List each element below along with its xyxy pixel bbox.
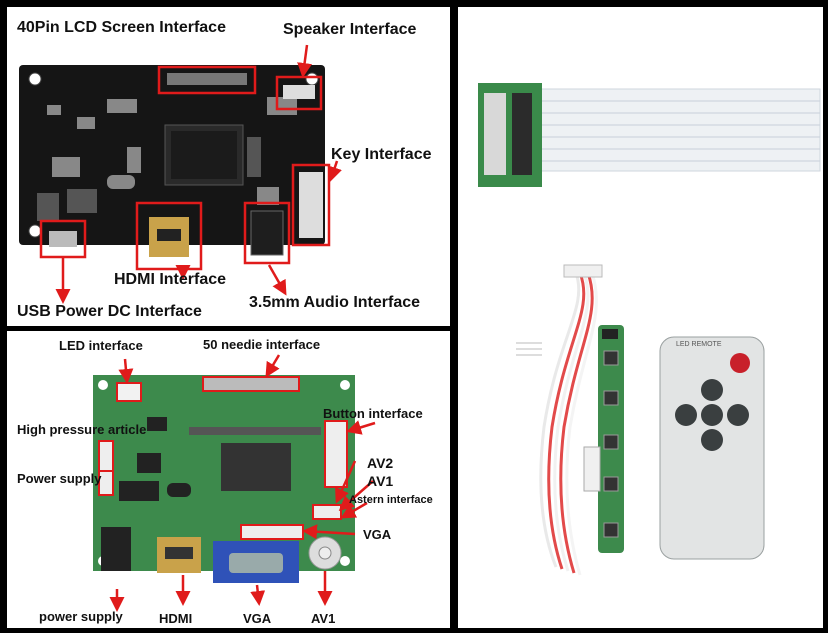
- accessories-photo: [478, 83, 821, 576]
- ribbon-cable: [537, 88, 821, 172]
- av-connector: [312, 504, 342, 520]
- label-key-interface: Key Interface: [331, 146, 432, 163]
- label-av2: AV2: [367, 455, 394, 471]
- label-led-interface: LED interface: [59, 338, 143, 353]
- panel-green-board: LED interface 50 needie interface Button…: [7, 331, 450, 628]
- label-usb-interface: USB Power DC Interface: [17, 303, 202, 320]
- remote-label: LED REMOTE: [676, 341, 722, 348]
- label-vga-right: VGA: [363, 527, 392, 542]
- button-connector: [324, 420, 348, 488]
- panel-accessories: LED REMOTE: [458, 7, 823, 628]
- label-high-pressure: High pressure article: [17, 422, 147, 437]
- label-needle-interface: 50 needie interface: [203, 337, 321, 352]
- audio-connector: [243, 201, 291, 265]
- panel-lcd-board: 40Pin LCD Screen Interface Speaker Inter…: [7, 7, 450, 326]
- dc-jack: [101, 527, 131, 571]
- wire-connector: [563, 264, 603, 278]
- label-speaker-interface: Speaker Interface: [283, 21, 417, 38]
- label-button-interface: Button interface: [323, 406, 423, 421]
- label-av1: AV1: [367, 473, 394, 489]
- green-board-photo: [93, 354, 376, 612]
- lcd-board-photo: [19, 44, 342, 304]
- main-chip: [221, 443, 291, 491]
- label-power-supply-bottom: power supply: [39, 609, 123, 624]
- label-hdmi-interface: HDMI Interface: [114, 271, 227, 288]
- power-button: [730, 353, 750, 373]
- lcd-connector: [157, 65, 257, 95]
- dpad: [675, 379, 749, 451]
- power-connector: [98, 470, 114, 496]
- label-av1-bottom: AV1: [311, 611, 336, 626]
- wire-ends: [516, 342, 542, 356]
- key-connector: [291, 163, 331, 247]
- label-lcd-interface: 40Pin LCD Screen Interface: [17, 19, 226, 36]
- hdmi-connector: [135, 201, 203, 271]
- vga-header: [240, 524, 304, 540]
- needle-connector: [202, 376, 300, 392]
- label-power-supply: Power supply: [17, 471, 102, 486]
- label-vga-bottom: VGA: [243, 611, 272, 626]
- label-audio-interface: 3.5mm Audio Interface: [249, 294, 421, 311]
- led-connector: [116, 382, 142, 402]
- label-astern-interface: Astern interface: [349, 494, 433, 506]
- wire-harness: [539, 272, 598, 576]
- label-hdmi: HDMI: [159, 611, 193, 626]
